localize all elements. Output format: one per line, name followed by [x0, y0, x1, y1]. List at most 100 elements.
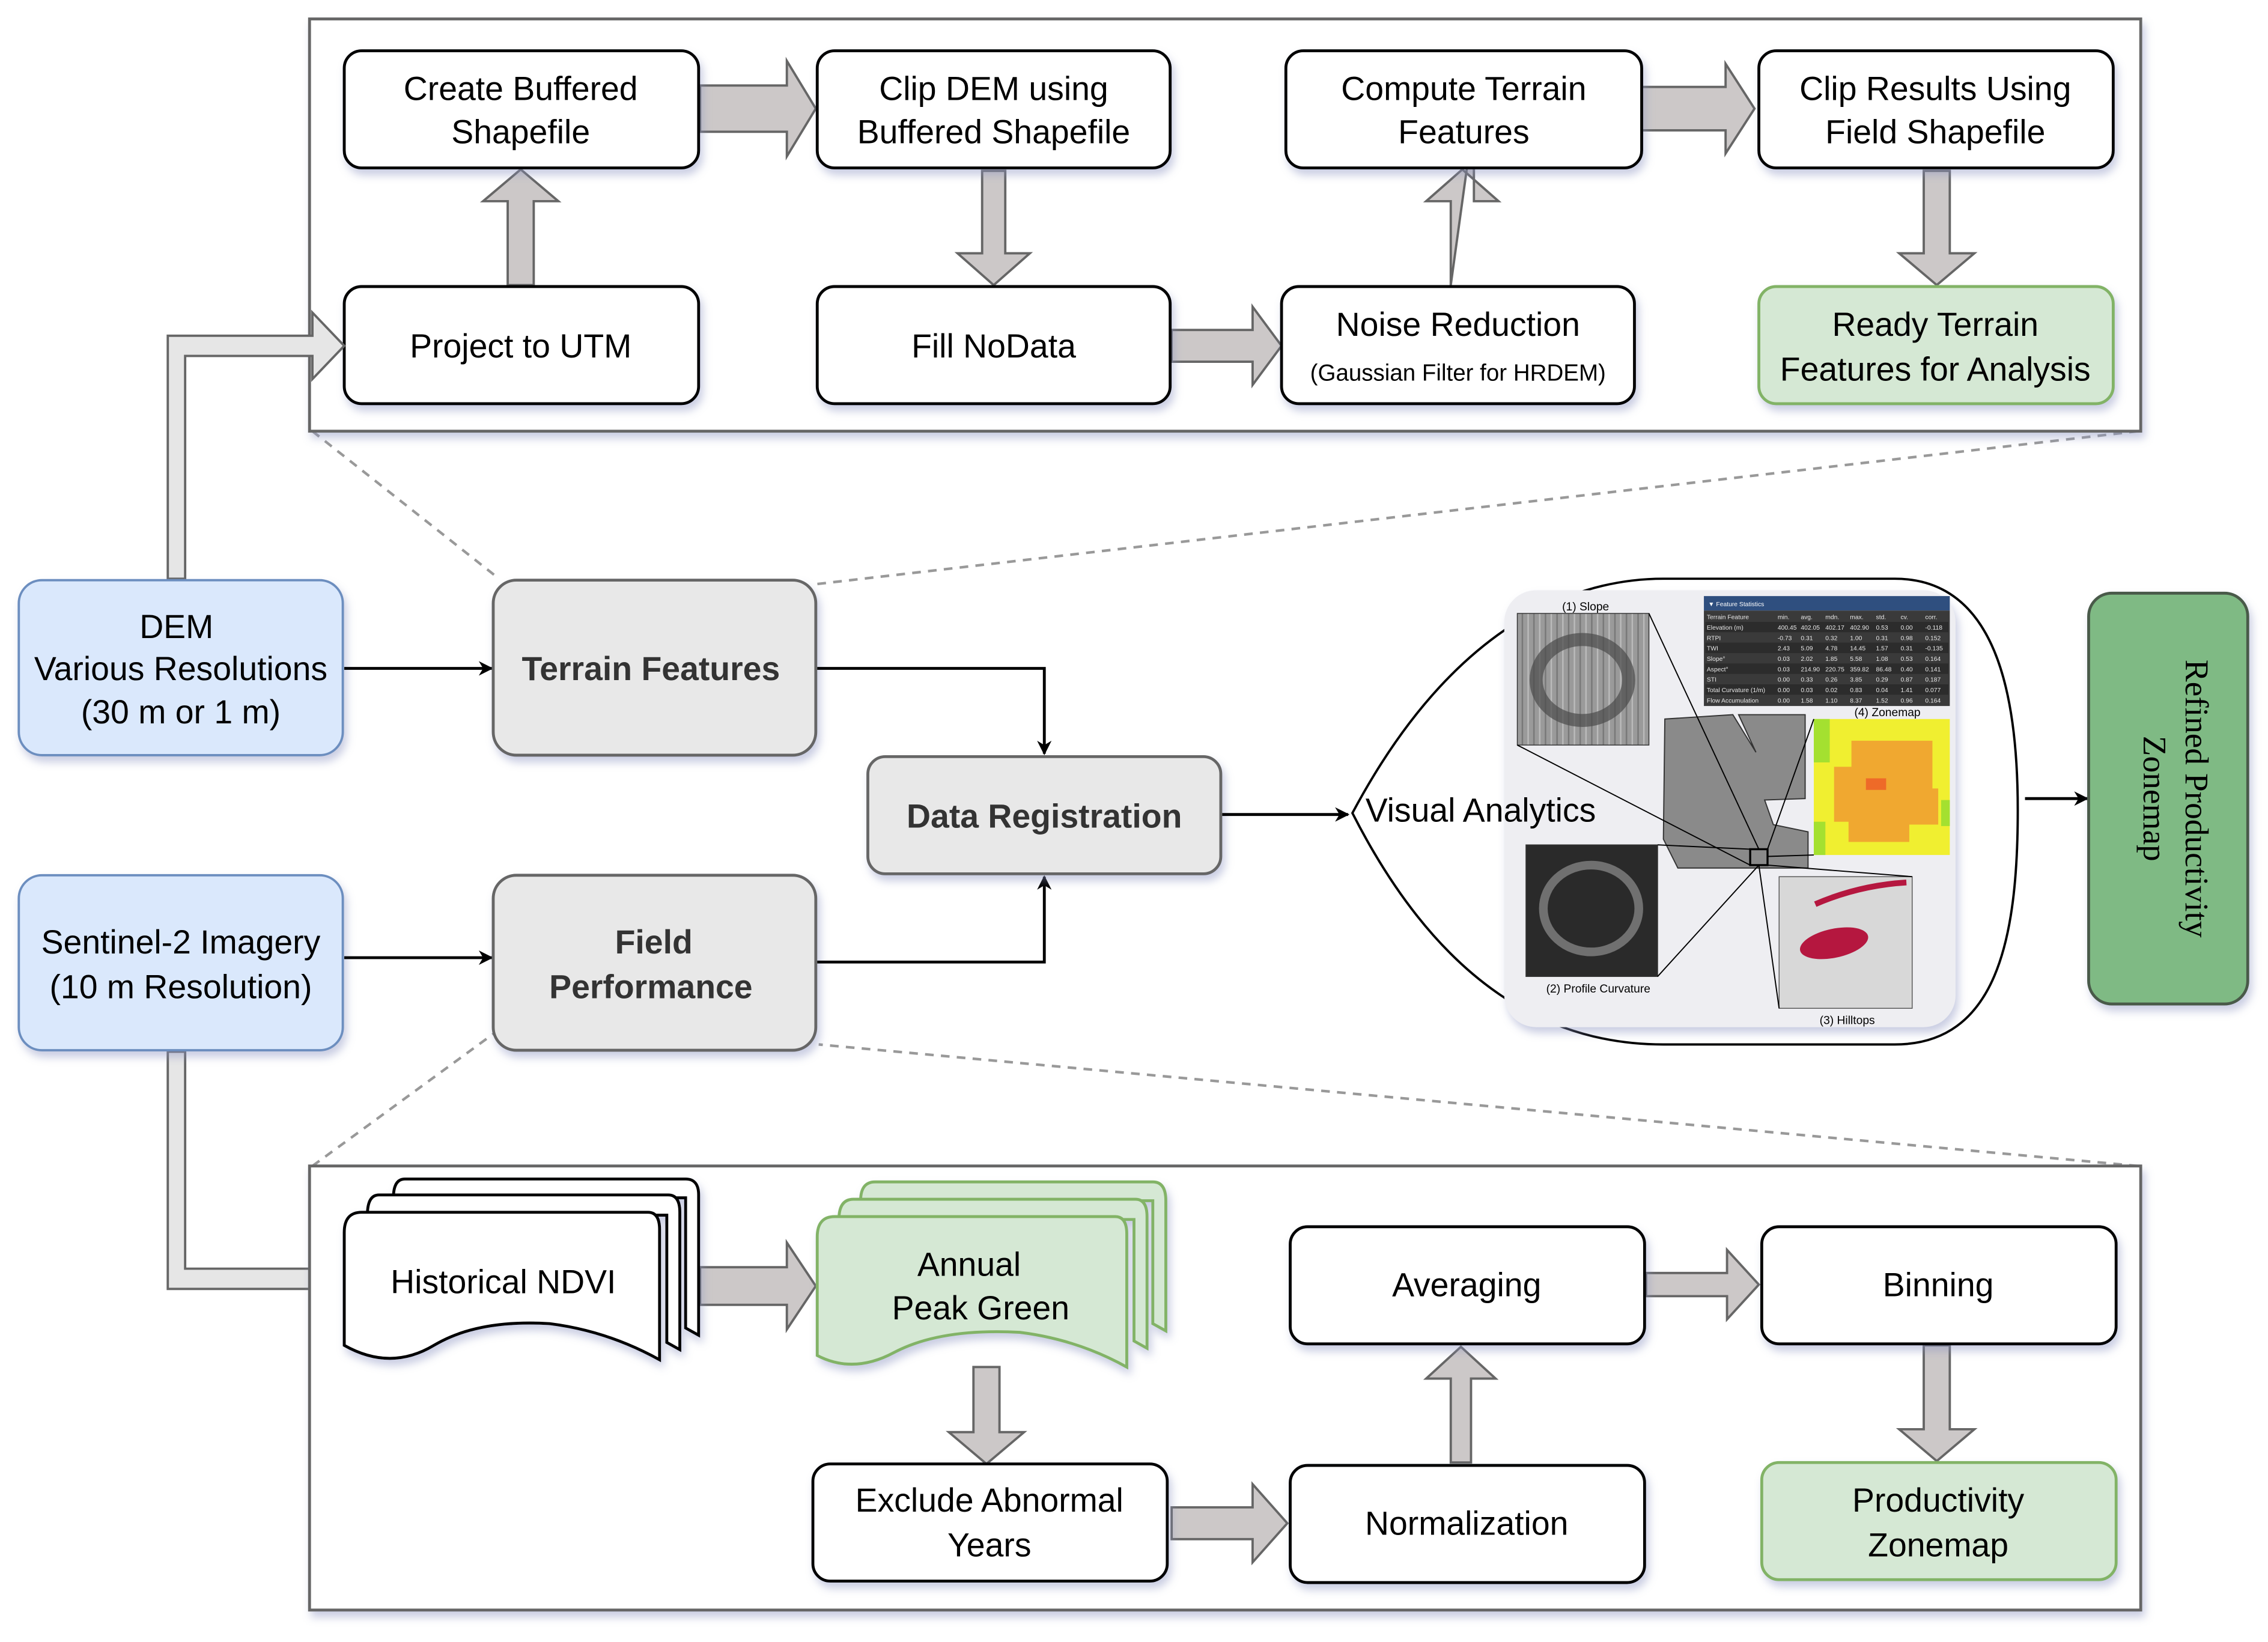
stat-cell: 0.00 [1900, 625, 1912, 631]
svg-text:Annual: Annual [917, 1246, 1021, 1283]
dem-to-project-arrow [166, 309, 346, 580]
node-exclude-abnormal-years[interactable]: Exclude Abnormal Years [811, 1462, 1169, 1583]
svg-text:Noise Reduction: Noise Reduction [1336, 306, 1580, 343]
svg-text:Sentinel-2 Imagery: Sentinel-2 Imagery [41, 923, 321, 961]
stat-cell: RTPI [1707, 635, 1721, 642]
stat-cell: 1.85 [1825, 656, 1837, 663]
zonemap-label: (4) Zonemap [1854, 707, 1920, 719]
svg-text:Performance: Performance [549, 968, 752, 1005]
stat-cell: 0.98 [1900, 635, 1912, 642]
stat-cell: Total Curvature (1/m) [1707, 687, 1765, 694]
svg-text:(30 m or 1 m): (30 m or 1 m) [81, 693, 281, 731]
stat-cell: 0.03 [1778, 666, 1790, 673]
node-data-registration[interactable]: Data Registration [866, 755, 1223, 875]
node-field-performance[interactable]: Field Performance [491, 874, 818, 1052]
stat-header-cell: avg. [1801, 615, 1813, 621]
stat-cell: 0.152 [1925, 635, 1941, 642]
terrain-to-registration-arrow [817, 667, 1052, 755]
node-compute-terrain-features[interactable]: Compute Terrain Features [1284, 49, 1643, 169]
node-productivity-zonemap[interactable]: Productivity Zonemap [1760, 1461, 2118, 1581]
node-sentinel[interactable]: Sentinel-2 Imagery (10 m Resolution) [17, 874, 344, 1052]
stat-cell: 2.02 [1801, 656, 1813, 663]
svg-text:Buffered Shapefile: Buffered Shapefile [857, 114, 1131, 151]
stat-cell: 8.37 [1850, 698, 1862, 704]
stat-header-cell: std. [1876, 615, 1886, 621]
node-terrain-features[interactable]: Terrain Features [491, 579, 818, 757]
stat-cell: 1.57 [1876, 646, 1888, 652]
node-annual-peak-green[interactable]: Annual Peak Green [815, 1180, 1167, 1370]
svg-text:Historical NDVI: Historical NDVI [391, 1263, 616, 1301]
svg-text:Fill NoData: Fill NoData [911, 327, 1076, 365]
stat-cell: 14.45 [1850, 646, 1865, 652]
stat-cell: 3.85 [1850, 677, 1862, 684]
svg-text:Shapefile: Shapefile [451, 114, 590, 151]
stat-cell: 1.00 [1850, 635, 1862, 642]
stat-cell: 0.83 [1850, 687, 1862, 694]
stat-cell: 0.96 [1900, 698, 1912, 704]
stat-cell: 0.32 [1825, 635, 1837, 642]
zoom-line [812, 430, 2138, 586]
svg-text:Features: Features [1398, 114, 1529, 151]
stat-cell: -0.118 [1925, 625, 1942, 631]
stat-cell: 1.10 [1825, 698, 1837, 704]
stat-cell: 0.40 [1900, 666, 1912, 673]
stat-cell: 0.29 [1876, 677, 1888, 684]
flow-arrow [1170, 303, 1283, 389]
stat-cell: 0.187 [1925, 677, 1941, 684]
svg-text:Normalization: Normalization [1365, 1505, 1568, 1542]
node-normalization[interactable]: Normalization [1289, 1464, 1646, 1584]
stat-cell: -0.135 [1925, 646, 1943, 652]
stat-cell: TWI [1707, 646, 1718, 652]
visual-analytics-panel[interactable]: Visual Analytics (1) Slope ▼ Feature Sta… [1351, 577, 2019, 1046]
svg-text:Field Shapefile: Field Shapefile [1825, 114, 2045, 151]
node-refined-productivity-zonemap[interactable]: Refined Productivity Zonemap [2087, 591, 2249, 1006]
svg-text:Compute Terrain: Compute Terrain [1341, 70, 1586, 107]
stat-header-cell: corr. [1925, 615, 1937, 621]
terrain-map [1662, 714, 1809, 869]
node-dem[interactable]: DEM Various Resolutions (30 m or 1 m) [17, 579, 344, 756]
node-averaging[interactable]: Averaging [1289, 1225, 1646, 1346]
svg-text:(Gaussian Filter for HRDEM): (Gaussian Filter for HRDEM) [1310, 360, 1606, 386]
node-clip-dem[interactable]: Clip DEM using Buffered Shapefile [815, 49, 1172, 169]
stat-cell: 0.53 [1900, 656, 1912, 663]
svg-text:Data Registration: Data Registration [907, 797, 1182, 835]
stat-cell: 0.03 [1801, 687, 1813, 694]
stat-cell: 0.53 [1876, 625, 1888, 631]
stat-cell: 1.52 [1876, 698, 1888, 704]
flow-arrow [954, 169, 1033, 287]
svg-text:Zonemap: Zonemap [1868, 1527, 2008, 1564]
stat-cell: 0.164 [1925, 656, 1941, 663]
flow-arrow [479, 168, 562, 287]
svg-text:Create Buffered: Create Buffered [404, 70, 638, 107]
stat-header-cell: max. [1850, 615, 1863, 621]
stat-cell: 0.31 [1876, 635, 1888, 642]
stat-cell: STI [1707, 677, 1716, 684]
node-noise-reduction[interactable]: Noise Reduction (Gaussian Filter for HRD… [1280, 285, 1636, 406]
stat-cell: 0.04 [1876, 687, 1888, 694]
node-historical-ndvi[interactable]: Historical NDVI [342, 1177, 701, 1363]
visual-analytics-label: Visual Analytics [1366, 792, 1596, 829]
svg-text:Clip Results Using: Clip Results Using [1799, 70, 2071, 107]
node-create-buffered-shapefile[interactable]: Create Buffered Shapefile [342, 49, 701, 169]
stat-header-cell: cv. [1900, 615, 1908, 621]
node-clip-results[interactable]: Clip Results Using Field Shapefile [1757, 49, 2115, 169]
svg-text:Exclude Abnormal: Exclude Abnormal [856, 1482, 1123, 1519]
svg-text:Zonemap: Zonemap [2136, 736, 2173, 862]
node-fill-nodata[interactable]: Fill NoData [815, 285, 1172, 406]
stat-header-cell: min. [1778, 615, 1790, 621]
stat-cell: 0.077 [1925, 687, 1941, 694]
zoom-line [311, 430, 500, 580]
stat-cell: 0.87 [1900, 677, 1912, 684]
hilltops-label: (3) Hilltops [1820, 1015, 1875, 1027]
node-ready-terrain-features[interactable]: Ready Terrain Features for Analysis [1757, 285, 2115, 406]
slope-label: (1) Slope [1562, 601, 1609, 613]
flow-arrow [1170, 1481, 1289, 1566]
flow-arrow [1423, 1345, 1499, 1464]
node-binning[interactable]: Binning [1760, 1225, 2118, 1346]
svg-text:Refined Productivity: Refined Productivity [2178, 660, 2215, 938]
node-project-to-utm[interactable]: Project to UTM [342, 285, 701, 406]
stat-cell: 0.26 [1825, 677, 1837, 684]
svg-text:Features for Analysis: Features for Analysis [1780, 350, 2091, 388]
